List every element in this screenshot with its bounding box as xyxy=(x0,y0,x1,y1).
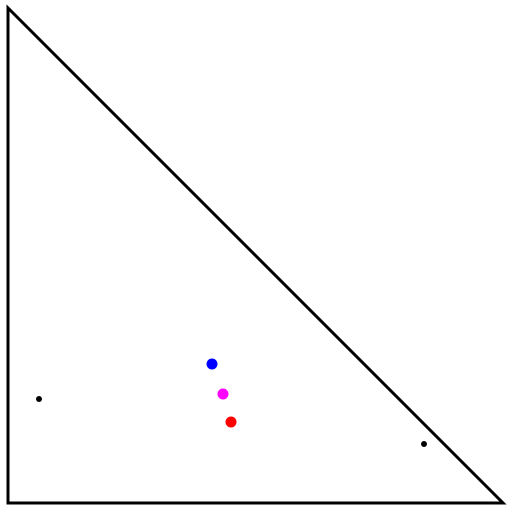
magenta-point xyxy=(217,388,229,400)
blue-point xyxy=(206,358,218,370)
small-black-point-right xyxy=(421,441,427,447)
triangle-outline xyxy=(6,4,507,505)
small-black-point-left xyxy=(36,396,42,402)
red-point xyxy=(225,416,237,428)
